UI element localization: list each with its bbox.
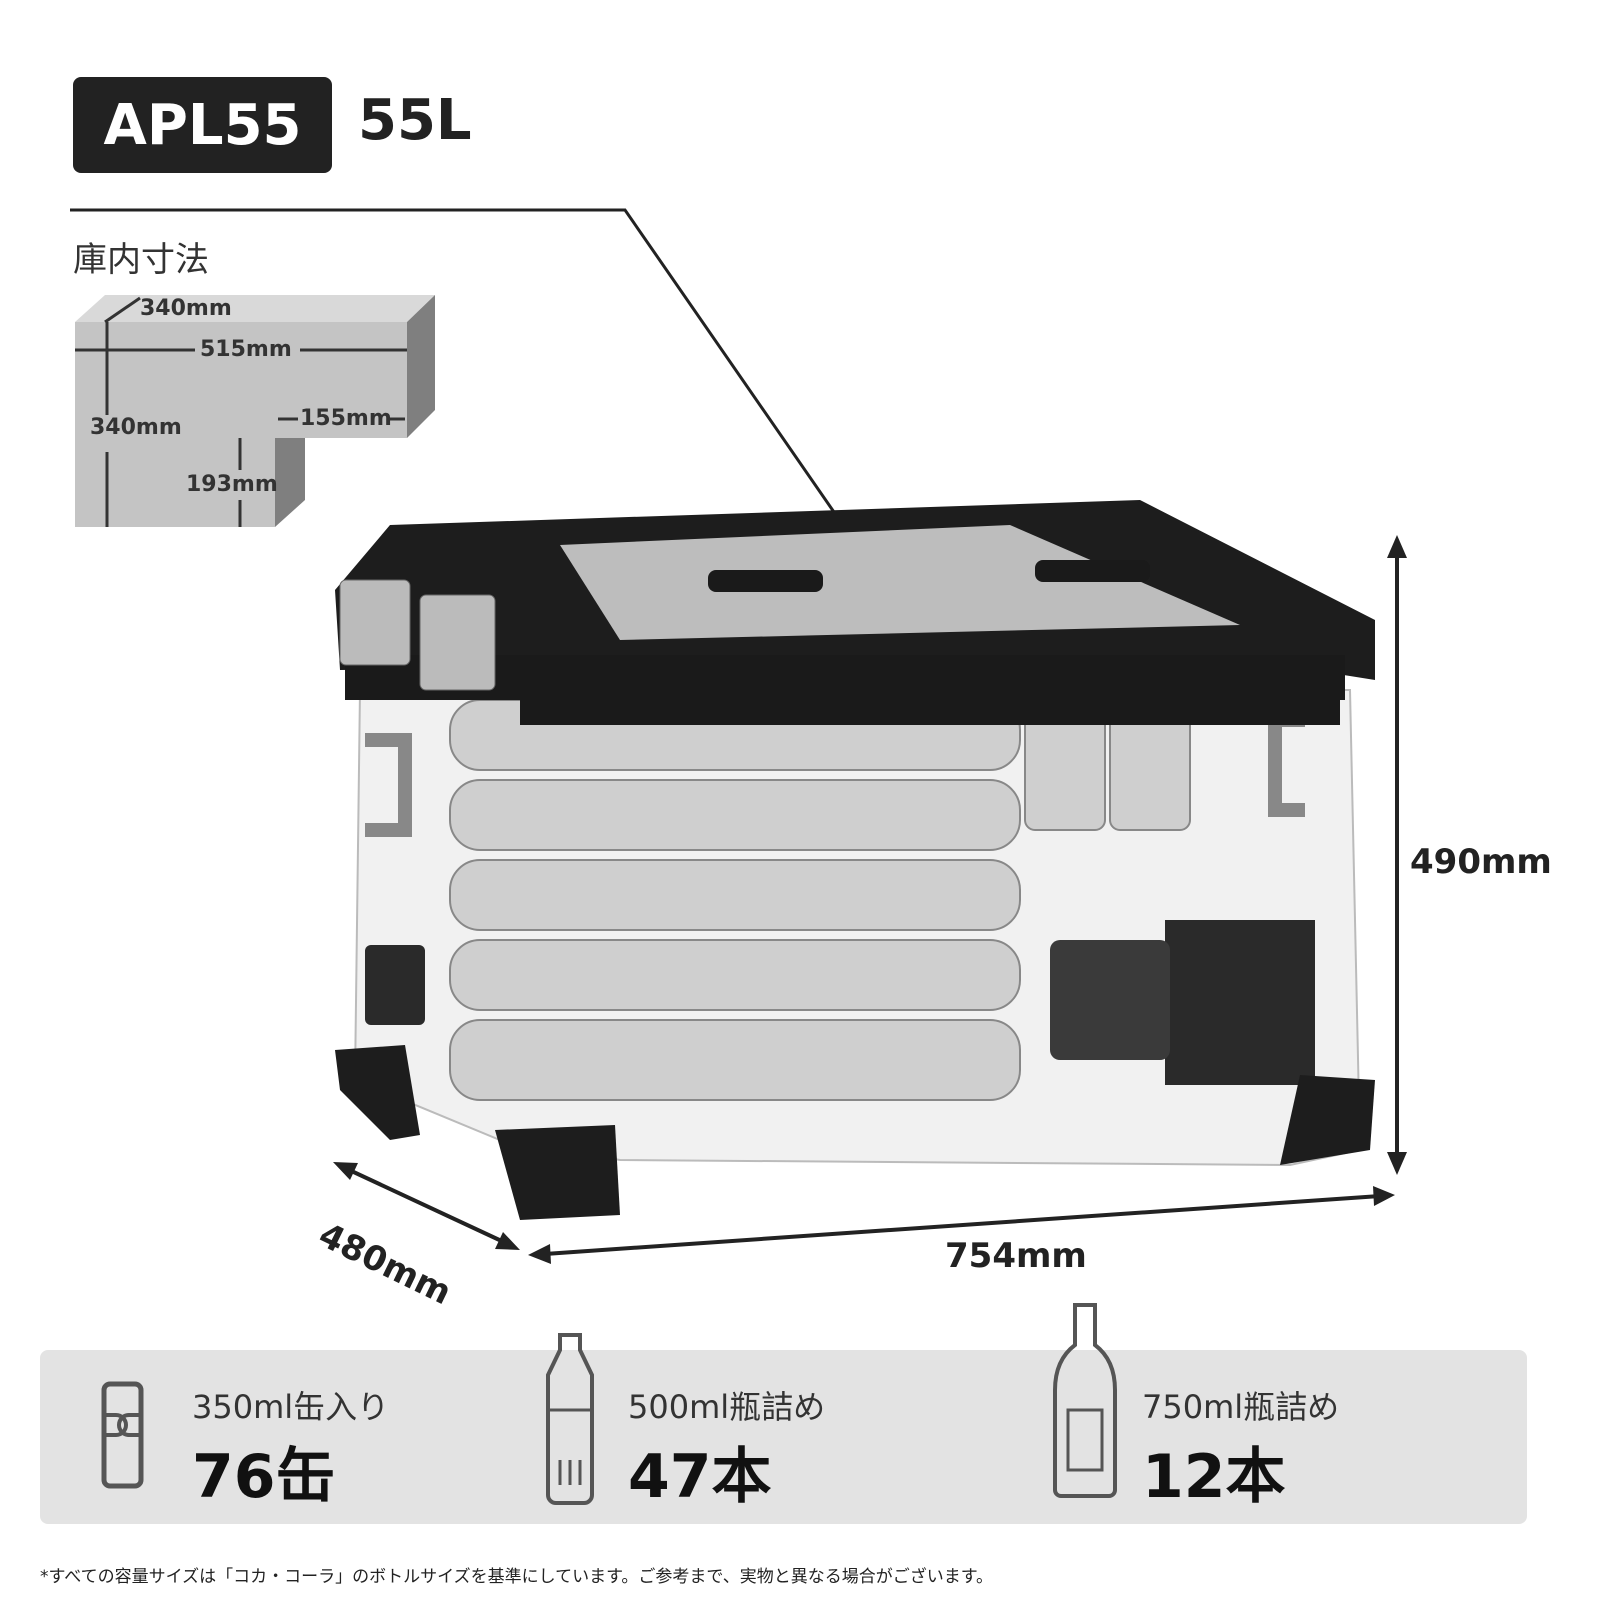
capacity-value: 76缶 bbox=[192, 1442, 336, 1512]
capacity-value: 12本 bbox=[1142, 1442, 1286, 1512]
pet-bottle-icon bbox=[546, 1333, 594, 1505]
capacity-label: 350ml缶入り bbox=[192, 1388, 390, 1426]
inner-dimensions-title: 庫内寸法 bbox=[73, 240, 209, 280]
capacity-label: 500ml瓶詰め bbox=[628, 1388, 826, 1426]
dimension-arrows bbox=[333, 535, 1407, 1264]
inner-height-label: 340mm bbox=[90, 415, 182, 440]
inner-dimension-diagram bbox=[75, 295, 435, 527]
inner-width-label: 515mm bbox=[200, 337, 292, 362]
step-height-label: 193mm bbox=[186, 472, 278, 497]
leader-line bbox=[70, 208, 847, 529]
capacity-panel: 350ml缶入り 76缶 500ml瓶詰め 47本 750ml瓶詰め 12本 bbox=[40, 1303, 1527, 1524]
outer-width-label: 754mm bbox=[945, 1236, 1087, 1276]
wine-bottle-icon bbox=[1053, 1303, 1117, 1498]
footnote: *すべての容量サイズは「コカ・コーラ」のボトルサイズを基準にしています。ご参考ま… bbox=[40, 1567, 994, 1587]
step-width-label: 155mm bbox=[300, 406, 392, 431]
cooler-illustration bbox=[335, 500, 1375, 1220]
capacity-label: 55L bbox=[358, 88, 472, 153]
can-icon bbox=[101, 1381, 144, 1489]
capacity-label: 750ml瓶詰め bbox=[1142, 1388, 1340, 1426]
capacity-value: 47本 bbox=[628, 1442, 772, 1512]
outer-height-label: 490mm bbox=[1410, 842, 1552, 882]
model-name: APL55 bbox=[103, 92, 302, 158]
model-badge: APL55 bbox=[73, 77, 332, 173]
inner-depth-label: 340mm bbox=[140, 296, 232, 321]
